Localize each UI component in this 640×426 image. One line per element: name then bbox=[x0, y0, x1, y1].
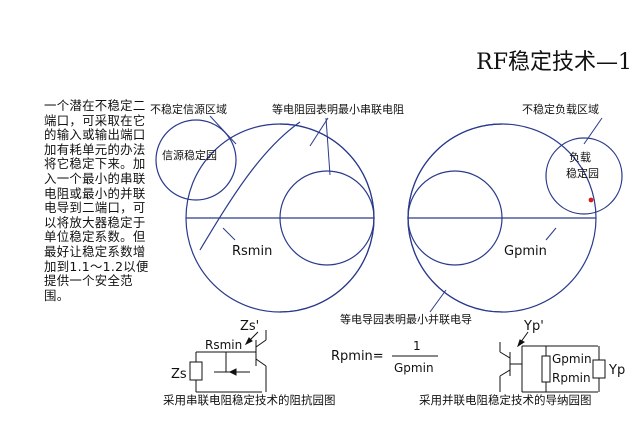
yp-label: Yp bbox=[608, 363, 625, 378]
right-stability-point bbox=[588, 197, 594, 203]
formula-lhs: Rpmin= bbox=[331, 349, 384, 364]
zs-label: Zs bbox=[171, 367, 187, 382]
right-susceptance-arc-bottom bbox=[407, 217, 503, 313]
leader-left-unstable bbox=[209, 115, 237, 145]
source-stability-circle-label: 信源稳定园 bbox=[162, 148, 217, 162]
left-unstable-region-label: 不稳定信源区域 bbox=[150, 102, 227, 116]
leader-left-resistance-2 bbox=[325, 117, 331, 176]
right-load-stability-circle bbox=[545, 137, 623, 215]
rpmin-resistor-box bbox=[541, 355, 551, 383]
leader-rsmin bbox=[222, 227, 236, 241]
rsmin-circuit-label: Rsmin bbox=[205, 338, 242, 352]
zs-prime-label: Zs' bbox=[240, 319, 259, 334]
left-const-resistance-label: 等电阻园表明最小串联电阻 bbox=[272, 102, 404, 116]
left-reactance-arc-top bbox=[279, 123, 375, 219]
rpmin-circuit-label: Rpmin bbox=[552, 371, 591, 385]
page-title: RF稳定技术—1 bbox=[476, 50, 632, 75]
leader-right-unstable bbox=[583, 117, 603, 145]
formula-numerator: 1 bbox=[413, 339, 421, 353]
right-unstable-region-label: 不稳定负载区域 bbox=[522, 102, 599, 116]
zs-impedance-box bbox=[189, 361, 203, 381]
load-stability-circle-label-1: 负载 bbox=[569, 150, 591, 164]
yp-prime-label: Yp' bbox=[523, 319, 544, 334]
left-circuit-caption: 采用串联电阻稳定技术的阻抗园图 bbox=[163, 393, 336, 407]
body-paragraph: 一个潜在不稳定二端口，可采取在它的输入或输出端口加有耗单元的办法将它稳定下来。加… bbox=[44, 98, 149, 303]
right-susceptance-arc-top bbox=[407, 123, 503, 219]
load-stability-circle-label-2: 稳定园 bbox=[566, 166, 599, 180]
left-source-stability-circle bbox=[155, 119, 237, 201]
shunt-resistor-circuit bbox=[499, 342, 606, 393]
left-unstable-boundary-arc bbox=[199, 121, 301, 251]
leader-gpmin bbox=[545, 227, 557, 241]
const-conductance-label: 等电导园表明最小并联电导 bbox=[340, 312, 472, 326]
gpmin-chart-label: Gpmin bbox=[504, 244, 547, 259]
left-reactance-arc-bottom bbox=[279, 217, 375, 313]
formula-denominator: Gpmin bbox=[394, 361, 434, 375]
leader-left-resistance bbox=[309, 117, 329, 147]
leader-right-conductance bbox=[429, 289, 447, 313]
right-circuit-caption: 采用并联电阻稳定技术的导纳园图 bbox=[419, 393, 592, 407]
rsmin-chart-label: Rsmin bbox=[232, 244, 272, 259]
gpmin-circuit-label: Gpmin bbox=[552, 352, 592, 366]
yp-admittance-box bbox=[592, 359, 606, 379]
